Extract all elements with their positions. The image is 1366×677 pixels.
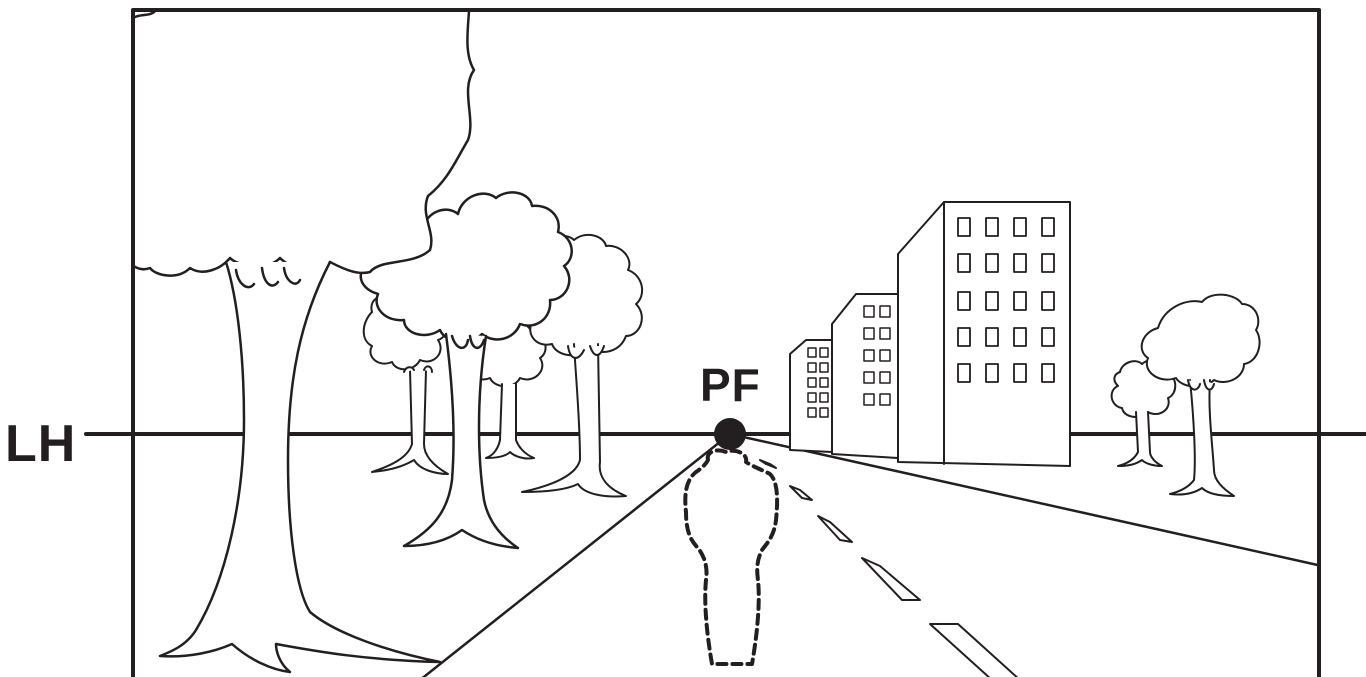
vanishing-point-dot [714,418,746,450]
building-large [898,202,1070,466]
building-small [790,340,832,452]
road-perspective-lines [420,434,1322,677]
vanishing-point-label: PF [700,362,761,408]
building-medium [832,294,898,458]
road-dashed-center-line [760,460,1020,677]
dashed-person-silhouette [685,450,777,664]
horizon-label: LH [5,418,76,470]
